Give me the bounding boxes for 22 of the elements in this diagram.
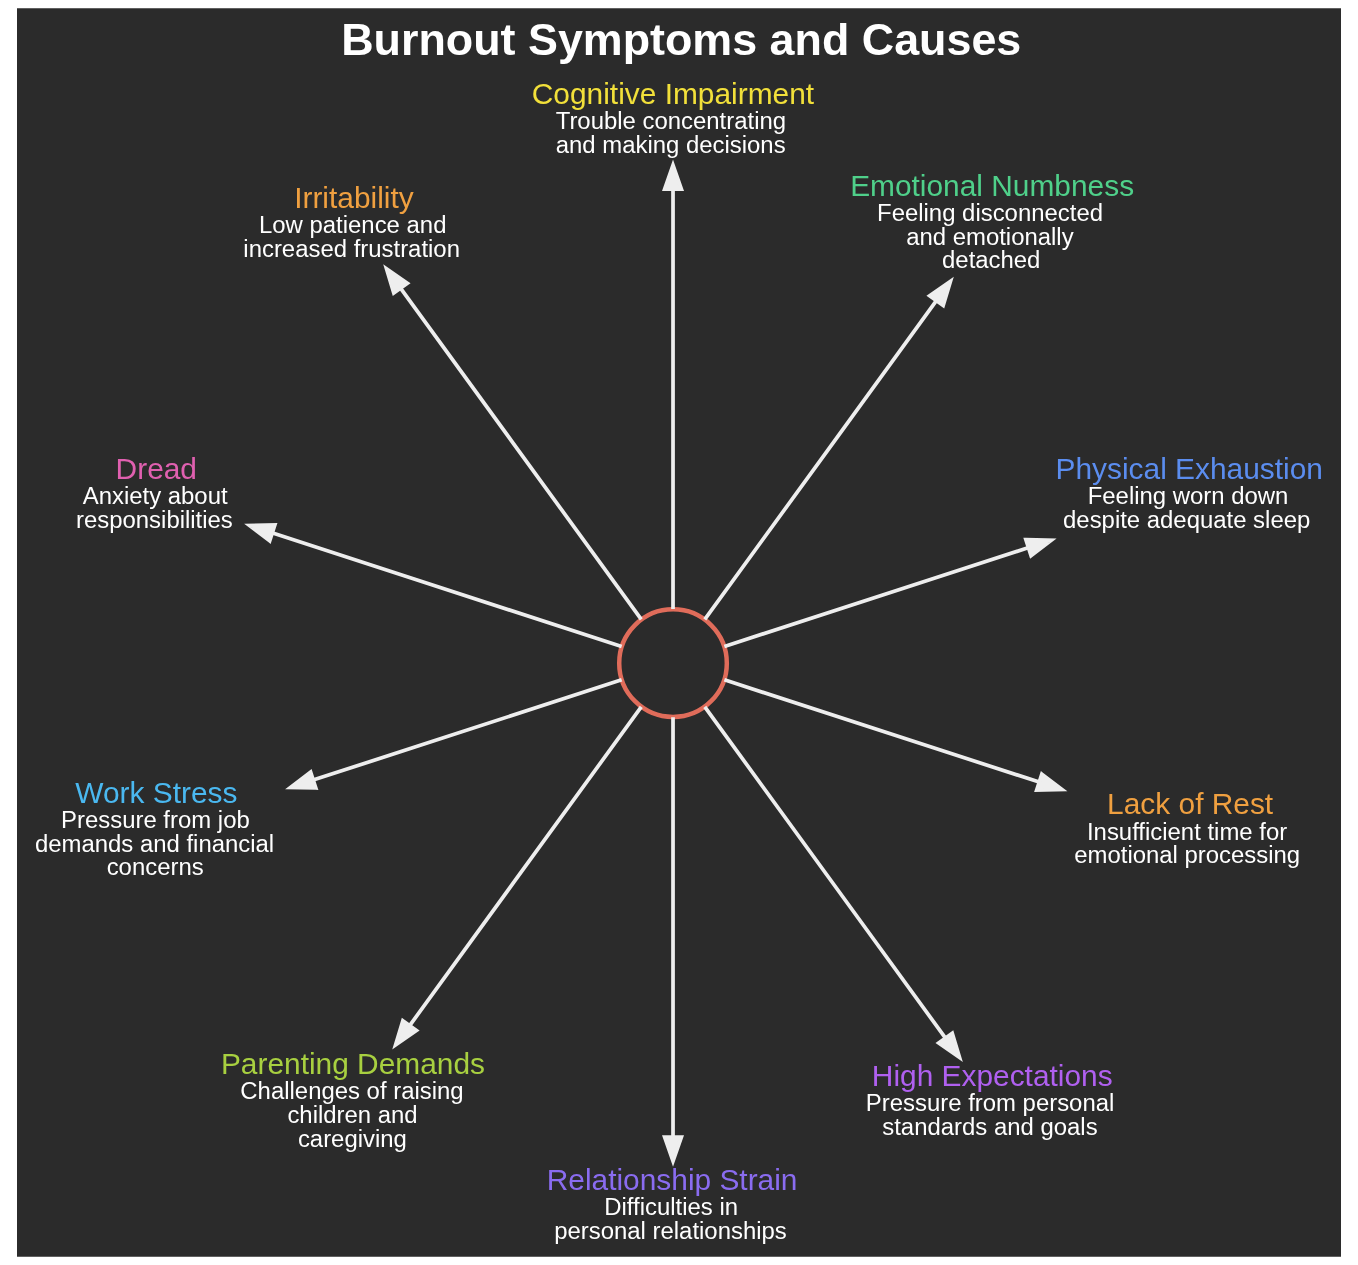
arrow [383,264,643,621]
arrow [723,537,1057,649]
node-person [617,607,730,720]
node-text: Lack of Rest Insufficient time for emotional processing [1074,787,1301,869]
arrow [285,678,623,790]
node-text: Relationship Strain Difficulties in personal relationships [546,1162,798,1244]
arrow [662,717,684,1167]
node-text: High Expectations Pressure from personal standards and goals [865,1058,1115,1140]
arrow [703,276,954,621]
node-text: Dread Anxiety about responsibilities [76,451,233,533]
node-text: Irritability Low patience and increased frustration [243,180,460,262]
arrow [244,523,623,649]
diagram-title: Burnout Symptoms and Causes [341,13,1022,65]
arrow [392,705,643,1050]
arrow [723,678,1068,792]
node-text: Emotional Numbness Feeling disconnected and emotionally detached [850,168,1135,274]
arrow [662,159,684,610]
node-text: Cognitive Impairment Trouble concentrating and making decisions [531,76,815,158]
node-text: Physical Exhaustion Feeling worn down despite adequate sleep [1055,451,1323,533]
node-text: Work Stress Pressure from job demands and financial concerns [34,775,275,881]
node-text: Parenting Demands Challenges of raising children and caregiving [220,1046,485,1152]
arrow [703,705,963,1063]
